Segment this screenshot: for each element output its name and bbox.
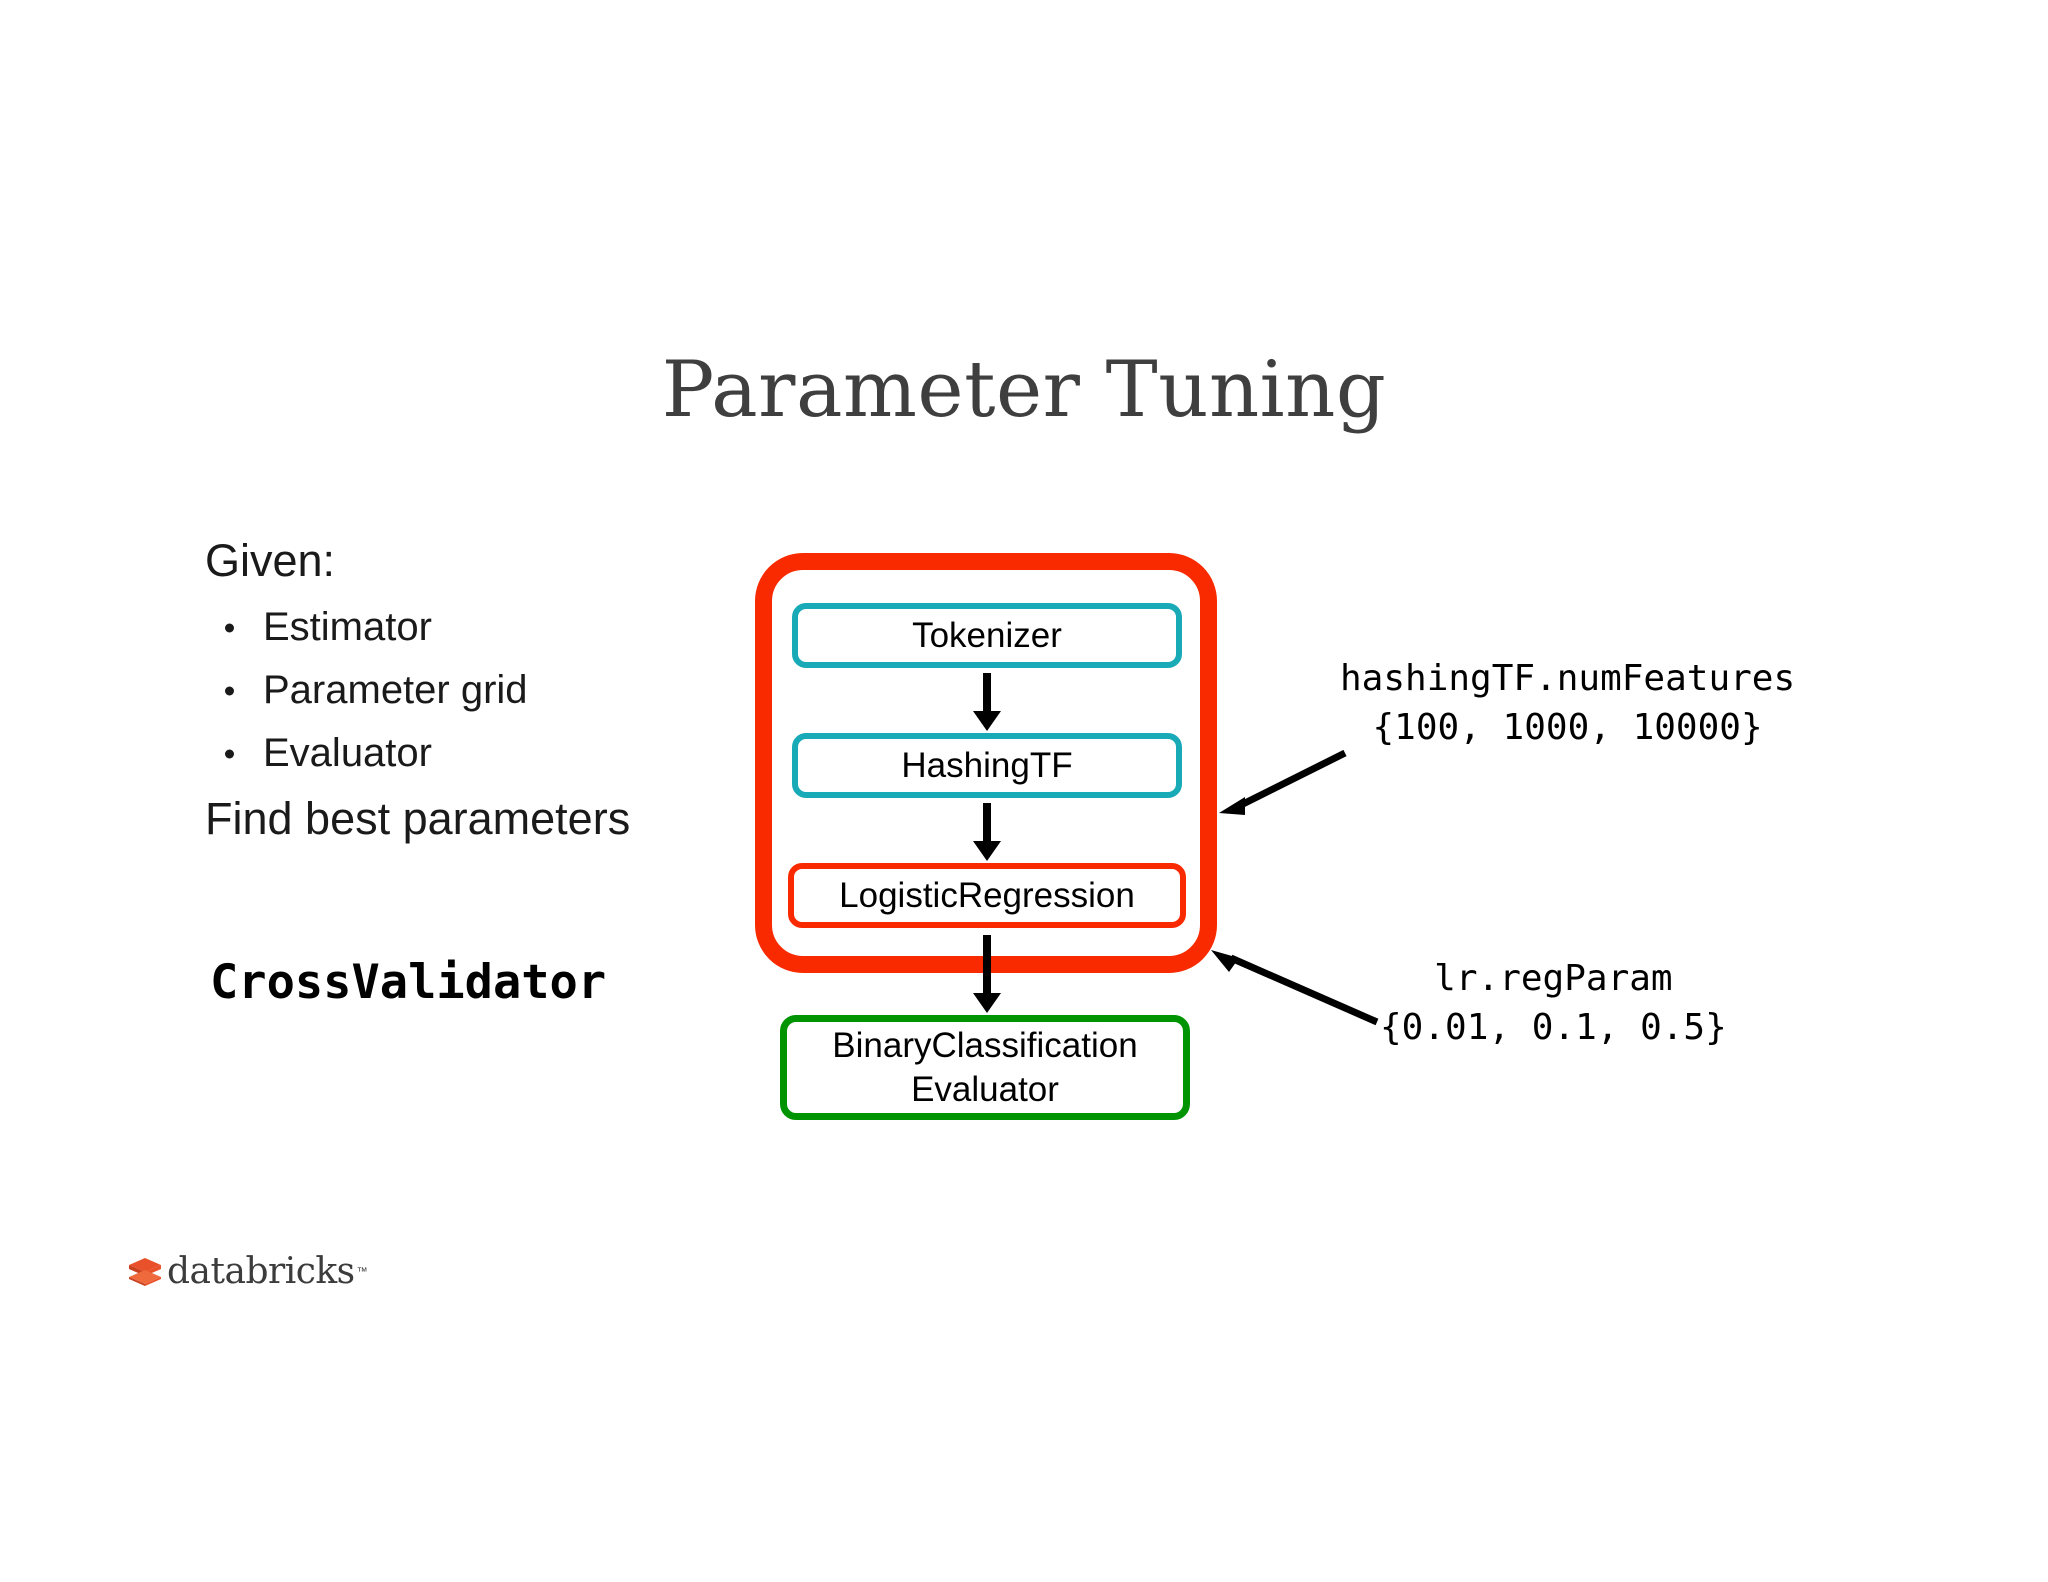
list-item: Parameter grid: [205, 659, 725, 722]
databricks-wordmark: databricks: [167, 1251, 355, 1292]
stage-box-binaryclassification-evaluator: BinaryClassification Evaluator: [780, 1015, 1190, 1120]
arrow-tokenizer-to-hashingtf: [983, 673, 991, 715]
crossvalidator-label: CrossValidator: [210, 955, 607, 1010]
databricks-bricks-icon: [128, 1257, 162, 1287]
arrow-hashingtf-to-logisticregression: [983, 803, 991, 845]
leader-line-hashingtf: [1215, 745, 1355, 825]
annotation-param-values: {0.01, 0.1, 0.5}: [1380, 1006, 1727, 1048]
evaluator-label-line1: BinaryClassification: [832, 1025, 1138, 1065]
given-label: Given:: [205, 535, 336, 586]
page-title: Parameter Tuning: [661, 345, 1387, 435]
databricks-logo: databricks ™: [128, 1252, 368, 1292]
annotation-lr-regparam: lr.regParam {0.01, 0.1, 0.5}: [1380, 955, 1727, 1052]
leader-line-regparam: [1205, 940, 1385, 1030]
annotation-hashingtf-numfeatures: hashingTF.numFeatures {100, 1000, 10000}: [1340, 655, 1795, 752]
list-item: Estimator: [205, 596, 725, 659]
given-bullet-list: Estimator Parameter grid Evaluator: [205, 596, 725, 785]
pipeline-diagram: Tokenizer HashingTF LogisticRegression B…: [740, 545, 1260, 1165]
stage-box-hashingtf: HashingTF: [792, 733, 1182, 798]
stage-box-tokenizer: Tokenizer: [792, 603, 1182, 668]
list-item: Evaluator: [205, 722, 725, 785]
stage-box-logisticregression: LogisticRegression: [788, 863, 1186, 928]
arrow-logisticregression-to-evaluator: [983, 935, 991, 997]
bullet-dot-icon: [225, 686, 234, 695]
list-item-label: Parameter grid: [263, 668, 528, 712]
crossvalidator-group-outline: [755, 553, 1217, 973]
list-item-label: Estimator: [263, 605, 432, 649]
list-item-label: Evaluator: [263, 731, 432, 775]
bullet-dot-icon: [225, 749, 234, 758]
left-text-panel: Given: Estimator Parameter grid Evaluato…: [205, 530, 725, 849]
bullet-dot-icon: [225, 623, 234, 632]
trademark-symbol: ™: [356, 1266, 368, 1278]
annotation-param-name: lr.regParam: [1434, 958, 1673, 999]
evaluator-label-line2: Evaluator: [911, 1069, 1059, 1109]
find-best-parameters-text: Find best parameters: [205, 793, 631, 844]
annotation-param-values: {100, 1000, 10000}: [1372, 706, 1763, 748]
annotation-param-name: hashingTF.numFeatures: [1340, 658, 1796, 699]
